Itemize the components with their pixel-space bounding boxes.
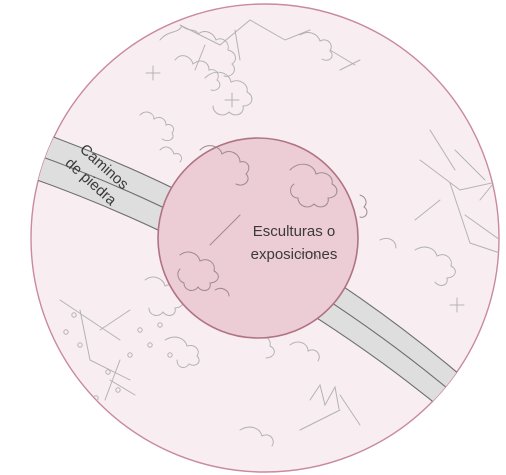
cross-mark-3	[449, 297, 465, 313]
background-vegetation-sketch	[59, 19, 499, 447]
stone-path-fill	[31, 125, 480, 441]
cross-mark-2	[224, 92, 240, 108]
central-sculpture-circle	[157, 137, 359, 339]
center-label-line-1: Esculturas o	[253, 223, 336, 240]
cross-mark-1	[145, 65, 161, 81]
central-shrub-sketch	[177, 145, 368, 297]
center-label-line-2: exposiciones	[251, 246, 338, 263]
